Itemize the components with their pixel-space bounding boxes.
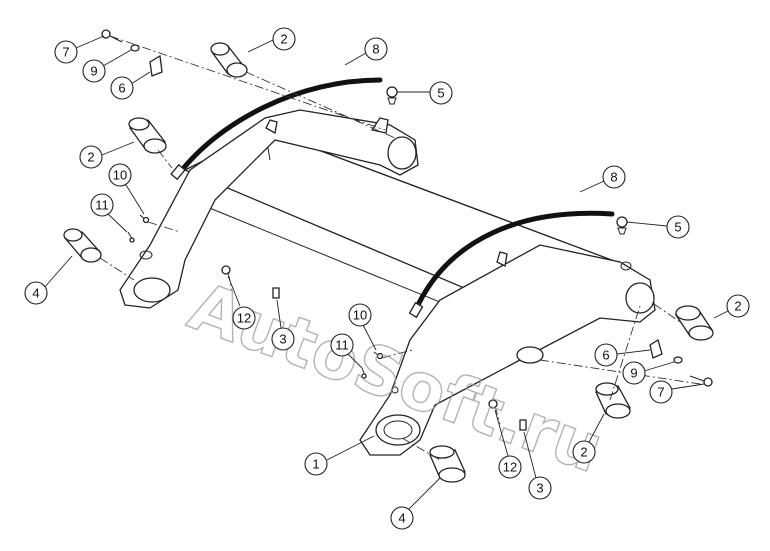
axis-lines: [99, 35, 701, 461]
svg-text:11: 11: [335, 338, 349, 353]
callout-10-left: 10: [108, 163, 145, 215]
clip-6-top: [149, 54, 163, 77]
svg-text:12: 12: [237, 311, 251, 326]
svg-text:2: 2: [87, 150, 94, 165]
washer-9-right: [673, 356, 683, 364]
svg-text:7: 7: [62, 45, 69, 60]
fitting-12-left: [221, 265, 231, 275]
svg-text:5: 5: [437, 86, 444, 101]
bolt-7-right: [689, 375, 713, 387]
svg-text:11: 11: [95, 198, 109, 213]
callout-3-left: 3: [271, 299, 295, 351]
svg-text:10: 10: [353, 308, 367, 323]
pin-11-right: [361, 367, 367, 379]
callout-12-left: 12: [227, 275, 256, 330]
pin-10-left: [139, 214, 150, 224]
callout-8-lower: 8: [579, 165, 626, 193]
callout-2-left: 2: [79, 141, 135, 169]
hose-upper-fitting: [170, 163, 186, 181]
svg-text:4: 4: [398, 511, 405, 526]
svg-text:6: 6: [602, 348, 609, 363]
callout-4-left: 4: [24, 255, 73, 305]
callout-5-lower: 5: [626, 215, 690, 239]
bushing-4-bottom: [429, 445, 466, 483]
callout-1: 1: [304, 435, 375, 476]
pin-10-right: [373, 351, 384, 360]
callout-2-right: 2: [713, 294, 750, 319]
callout-2-top: 2: [247, 27, 296, 53]
clip-6-right: [649, 338, 663, 359]
fitting-5-upper: [386, 86, 398, 105]
bushing-2-left: [128, 117, 167, 154]
front-arm: [359, 244, 656, 456]
callout-10-right: 10: [348, 303, 377, 351]
svg-text:12: 12: [503, 460, 517, 475]
bushing-2-right: [674, 305, 714, 341]
callout-6-top: 6: [110, 71, 151, 100]
callout-12-bottom: 12: [494, 409, 522, 479]
callout-9-right: 9: [622, 361, 675, 385]
bolt-7-top: [101, 29, 123, 43]
pin-11-left: [127, 231, 135, 243]
washer-9-top: [130, 44, 140, 52]
callout-7-right: 7: [649, 380, 705, 404]
svg-text:2: 2: [734, 299, 741, 314]
fitting-3-left: [272, 287, 280, 299]
hose-upper: [175, 77, 383, 178]
svg-text:2: 2: [280, 32, 287, 47]
fitting-5-lower: [616, 216, 628, 235]
callout-11-left: 11: [90, 193, 128, 233]
callout-2-bottom: 2: [572, 413, 605, 464]
svg-text:8: 8: [372, 42, 379, 57]
callout-5-top: 5: [397, 81, 453, 105]
svg-text:7: 7: [657, 385, 664, 400]
svg-text:6: 6: [118, 81, 125, 96]
svg-text:1: 1: [312, 457, 319, 472]
callout-4-bottom: 4: [390, 477, 441, 530]
callout-3-bottom: 3: [523, 431, 552, 500]
svg-text:3: 3: [279, 332, 286, 347]
svg-text:3: 3: [536, 481, 543, 496]
bushing-4-left: [63, 228, 102, 263]
svg-text:5: 5: [674, 220, 681, 235]
callout-11-right: 11: [330, 333, 363, 369]
rear-arm: [119, 109, 419, 309]
callout-8-top: 8: [344, 37, 388, 66]
svg-text:8: 8: [610, 170, 617, 185]
fitting-3-bottom: [519, 419, 527, 431]
svg-text:10: 10: [113, 168, 127, 183]
callout-9-top: 9: [82, 49, 132, 83]
svg-text:9: 9: [90, 64, 97, 79]
callout-6-right: 6: [594, 343, 651, 367]
hose-lower-fitting: [408, 301, 424, 319]
callout-7-top: 7: [54, 35, 105, 64]
hose-lower: [415, 210, 615, 308]
svg-text:2: 2: [580, 445, 587, 460]
svg-text:9: 9: [630, 366, 637, 381]
bushing-2-bottom: [595, 382, 631, 419]
svg-text:4: 4: [32, 286, 39, 301]
bushing-2-top: [210, 42, 248, 78]
